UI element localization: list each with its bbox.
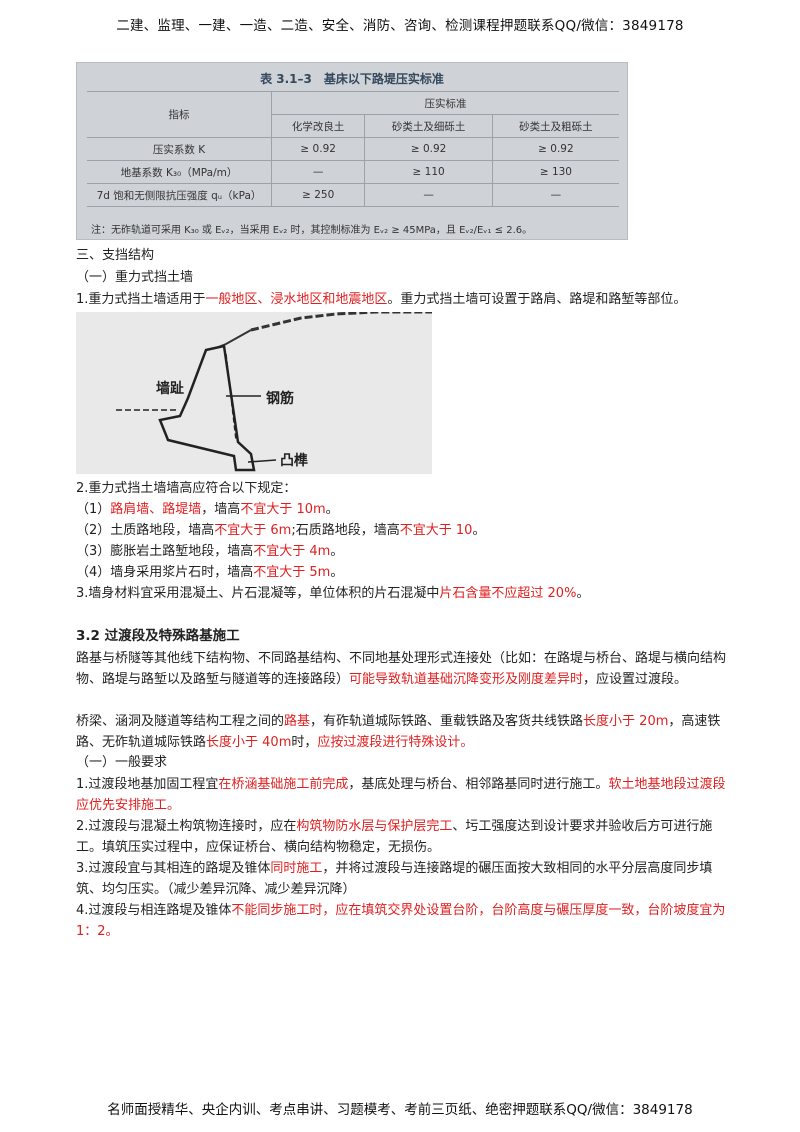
table-cell: ≥ 0.92 [270, 137, 365, 161]
table-cell: 地基系数 K₃₀（MPa/m） [87, 160, 272, 184]
highlight-text: 不宜大于 10m [240, 502, 326, 517]
text: 3.过渡段宜与其相连的路堤及锥体 [76, 861, 271, 876]
table-cell: 压实系数 K [87, 137, 272, 161]
table-cell: — [491, 183, 619, 207]
table-row: 压实系数 K ≥ 0.92 ≥ 0.92 ≥ 0.92 [87, 137, 619, 161]
text: 桥梁、涵洞及隧道等结构工程之间的 [76, 714, 285, 729]
highlight-text: 长度小于 40m [206, 735, 292, 750]
text: 。重力式挡土墙可设置于路肩、路堤和路堑等部位。 [387, 292, 687, 307]
tenon-label: 凸榫 [280, 453, 308, 469]
text: ，基底处理与桥台、相邻路基同时进行施工。 [348, 777, 609, 792]
table-cell: — [364, 183, 493, 207]
list-item: （2）土质路地段，墙高不宜大于 6m;石质路地段，墙高不宜大于 10。 [76, 521, 485, 541]
table-header-group: 压实标准 [271, 91, 619, 115]
text: （4）墙身采用浆片石时，墙高 [76, 565, 254, 580]
text: 路基与桥隧等其他线下结构物、不同路基结构、不同地基处理形式连接处（比如：在路堤与… [76, 651, 727, 687]
paragraph: 1.重力式挡土墙适用于一般地区、浸水地区和地震地区。重力式挡土墙可设置于路肩、路… [76, 290, 686, 310]
text: （3）膨胀岩土路堑地段，墙高 [76, 544, 254, 559]
text: 。 [330, 544, 344, 559]
highlight-text: 不宜大于 5m [253, 565, 331, 580]
highlight-text: 同时施工 [270, 861, 323, 876]
section-title: 3.2 过渡段及特殊路基施工 [76, 628, 240, 644]
retaining-wall-drawing [116, 310, 432, 472]
subsection-heading: （一）重力式挡土墙 [76, 270, 194, 285]
highlight-text: 长度小于 20m [583, 714, 669, 729]
paragraph: 3.墙身材料宜采用混凝土、片石混凝等，单位体积的片石混凝中片石含量不应超过 20… [76, 584, 589, 604]
table-row: 7d 饱和无侧限抗压强度 qᵤ（kPa） ≥ 250 — — [87, 183, 619, 207]
paragraph: 2.过渡段与混凝土构筑物连接时，应在构筑物防水层与保护层完工、圬工强度达到设计要… [76, 816, 726, 858]
table-row: 地基系数 K₃₀（MPa/m） — ≥ 110 ≥ 130 [87, 160, 619, 184]
list-item: （1）路肩墙、路堤墙，墙高不宜大于 10m。 [76, 500, 339, 520]
list-item: （3）膨胀岩土路堑地段，墙高不宜大于 4m。 [76, 542, 343, 562]
compaction-standard-table: 表 3.1–3 基床以下路堤压实标准 指标 压实标准 化学改良土 砂类土及细砾土… [76, 62, 628, 240]
highlight-text: 应按过渡段进行特殊设计。 [317, 735, 474, 750]
table-header-indicator: 指标 [87, 91, 272, 138]
highlight-text: 不宜大于 6m [214, 523, 292, 538]
text: 2.过渡段与混凝土构筑物连接时，应在 [76, 819, 297, 834]
rebar-label: 钢筋 [266, 391, 294, 407]
highlight-text: 路肩墙、路堤墙 [110, 502, 202, 517]
highlight-text: 软土地基地段过渡段应优先安排施工。 [76, 777, 726, 813]
subsection-heading: （一）一般要求 [76, 755, 168, 770]
text: 1.重力式挡土墙适用于 [76, 292, 206, 307]
table-cell: ≥ 250 [270, 183, 365, 207]
text: ，并将过渡段与连接路堤的碾压面按大致相同的水平分层高度同步填筑、均匀压实。（减少… [76, 861, 713, 897]
page-footer: 名师面授精华、央企内训、考点串讲、习题模考、考前三页纸、绝密押题联系QQ/微信：… [107, 1102, 693, 1118]
paragraph: 3.过渡段宜与其相连的路堤及锥体同时施工，并将过渡段与连接路堤的碾压面按大致相同… [76, 858, 726, 900]
table-grid: 指标 压实标准 化学改良土 砂类土及细砾土 砂类土及粗砾土 压实系数 K ≥ 0… [87, 91, 619, 207]
text: ，高速铁路、无砟轨道城际铁路 [76, 714, 721, 750]
text: ;石质路地段，墙高 [291, 523, 400, 538]
highlight-text: 不能同步施工时，应在填筑交界处设置台阶，台阶高度与碾压厚度一致，台阶坡度宜为 1… [76, 903, 726, 939]
text: ，应设置过渡段。 [583, 672, 688, 687]
text: 。 [576, 586, 590, 601]
paragraph: 路基与桥隧等其他线下结构物、不同路基结构、不同地基处理形式连接处（比如：在路堤与… [76, 648, 726, 690]
text: 。 [325, 502, 339, 517]
table-title: 表 3.1–3 基床以下路堤压实标准 [260, 72, 444, 86]
text: （2）土质路地段，墙高 [76, 523, 215, 538]
highlight-text: 构筑物防水层与保护层完工 [296, 819, 453, 834]
text: 。 [472, 523, 486, 538]
highlight-text: 不宜大于 10 [399, 523, 473, 538]
paragraph: 桥梁、涵洞及隧道等结构工程之间的路基，有砟轨道城际铁路、重载铁路及客货共线铁路长… [76, 711, 726, 753]
highlight-text: 一般地区、浸水地区和地震地区 [205, 292, 388, 307]
wall-toe-label: 墙趾 [156, 381, 184, 397]
paragraph: 4.过渡段与相连路堤及锥体不能同步施工时，应在填筑交界处设置台阶，台阶高度与碾压… [76, 900, 726, 942]
highlight-text: 在桥涵基础施工前完成 [218, 777, 349, 792]
table-cell: — [270, 160, 365, 184]
text: ，墙高 [201, 502, 241, 517]
text: 。 [330, 565, 344, 580]
table-cell: ≥ 0.92 [491, 137, 619, 161]
highlight-text: 可能导致轨道基础沉降变形及刚度差异时 [349, 672, 584, 687]
table-cell: ≥ 0.92 [364, 137, 493, 161]
list-item: （4）墙身采用浆片石时，墙高不宜大于 5m。 [76, 563, 343, 583]
highlight-text: 路基 [284, 714, 311, 729]
table-note: 注：无砟轨道可采用 K₃₀ 或 Eᵥ₂，当采用 Eᵥ₂ 时，其控制标准为 Eᵥ₂… [91, 225, 533, 236]
section-heading: 三、支挡结构 [76, 248, 155, 263]
text: 、圬工强度达到设计要求并验收后方可进行施工。填筑压实过程中，应保证桥台、横向结构… [76, 819, 713, 855]
text: 时， [291, 735, 318, 750]
table-col-header: 砂类土及粗砾土 [491, 114, 619, 138]
text: （1） [76, 502, 111, 517]
highlight-text: 片石含量不应超过 20% [439, 586, 577, 601]
retaining-wall-diagram: 墙趾 钢筋 凸榫 [76, 310, 432, 474]
text: 3.墙身材料宜采用混凝土、片石混凝等，单位体积的片石混凝中 [76, 586, 440, 601]
text: ，有砟轨道城际铁路、重载铁路及客货共线铁路 [310, 714, 584, 729]
paragraph: 2.重力式挡土墙墙高应符合以下规定： [76, 481, 297, 496]
page-header: 二建、监理、一建、一造、二造、安全、消防、咨询、检测课程押题联系QQ/微信：38… [116, 18, 684, 34]
table-cell: ≥ 130 [491, 160, 619, 184]
text: 1.过渡段地基加固工程宜 [76, 777, 219, 792]
table-cell: ≥ 110 [364, 160, 493, 184]
text: 4.过渡段与相连路堤及锥体 [76, 903, 232, 918]
paragraph: 1.过渡段地基加固工程宜在桥涵基础施工前完成，基底处理与桥台、相邻路基同时进行施… [76, 774, 726, 816]
table-cell: 7d 饱和无侧限抗压强度 qᵤ（kPa） [87, 183, 272, 207]
highlight-text: 不宜大于 4m [253, 544, 331, 559]
table-col-header: 化学改良土 [270, 114, 365, 138]
table-col-header: 砂类土及细砾土 [364, 114, 493, 138]
